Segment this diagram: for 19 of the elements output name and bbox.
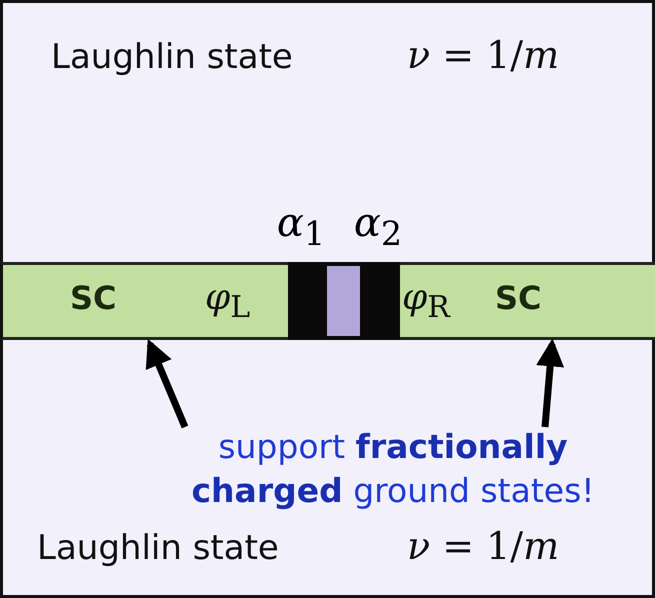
barrier-bar bbox=[288, 262, 322, 340]
region-label: Laughlin state bbox=[37, 528, 279, 568]
superconductor-strip bbox=[400, 262, 655, 340]
barrier-label: α$_{1}$ bbox=[276, 200, 326, 253]
region-label: Laughlin state bbox=[51, 37, 293, 77]
laughlin-region bbox=[0, 340, 655, 598]
arrow bbox=[536, 338, 564, 428]
superconductor-label: SC bbox=[70, 279, 117, 317]
barrier-label: α$_{2}$ bbox=[352, 200, 404, 253]
barrier-bar bbox=[365, 262, 400, 340]
phase-label: φ$_{R}$ bbox=[402, 277, 450, 326]
superconductor-strip bbox=[15, 262, 288, 340]
filling-fraction: ν = 1/m bbox=[407, 524, 560, 568]
annotation-text: support fractionally charged ground states! bbox=[153, 425, 633, 513]
arrow bbox=[146, 338, 188, 428]
superconductor-label: SC bbox=[495, 279, 542, 317]
phase-label: φ$_{L}$ bbox=[205, 277, 250, 326]
filling-fraction: ν = 1/m bbox=[407, 33, 560, 77]
laughlin-region bbox=[0, 0, 655, 262]
